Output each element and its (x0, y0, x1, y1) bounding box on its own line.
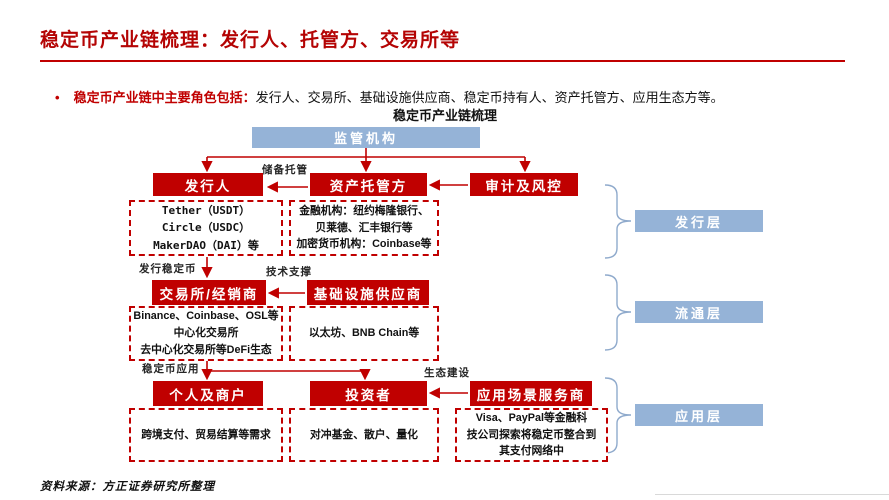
detail-line: Tether（USDT） (161, 204, 251, 218)
node-app-provider: 应用场景服务商 (470, 381, 592, 406)
layer-application: 应用层 (635, 404, 763, 426)
bullet-icon: • (55, 90, 60, 105)
detail-infra: 以太坊、BNB Chain等 (289, 306, 439, 361)
detail-exchange: Binance、Coinbase、OSL等 中心化交易所 去中心化交易所等DeF… (129, 306, 283, 361)
node-regulator: 监管机构 (252, 127, 480, 148)
detail-line: 中心化交易所 (173, 327, 239, 340)
node-audit: 审计及风控 (470, 173, 578, 196)
detail-line: 以太坊、BNB Chain等 (308, 327, 420, 340)
bullet-rest-text: 发行人、交易所、基础设施供应商、稳定币持有人、资产托管方、应用生态方等。 (255, 90, 724, 105)
detail-line: 金融机构：纽约梅隆银行、 (299, 204, 429, 217)
detail-line: Circle（USDC） (161, 221, 251, 235)
brace-circulation-layer (604, 274, 632, 351)
brace-application-layer (604, 377, 632, 454)
detail-line: 跨境支付、贸易结算等需求 (141, 428, 271, 441)
detail-investor: 对冲基金、散户、量化 (289, 408, 439, 462)
bottom-divider (655, 494, 889, 495)
edge-label-stablecoin-app: 稳定币应用 (142, 363, 200, 375)
source-note: 资料来源：方正证券研究所整理 (40, 481, 215, 493)
bullet-lead-text: 稳定币产业链中主要角色包括： (73, 90, 256, 105)
edge-label-tech-support: 技术支撑 (266, 266, 312, 278)
node-custodian: 资产托管方 (310, 173, 427, 196)
node-individual: 个人及商户 (153, 381, 263, 406)
edge-label-issue-stablecoin: 发行稳定币 (139, 263, 197, 275)
title-underline (40, 60, 845, 62)
detail-issuer: Tether（USDT） Circle（USDC） MakerDAO（DAI）等 (129, 200, 283, 256)
detail-line: 对冲基金、散户、量化 (310, 428, 418, 441)
brace-issuance-layer (604, 184, 632, 259)
detail-line: 加密货币机构：Coinbase等 (296, 238, 432, 251)
detail-line: Visa、PayPal等金融科 (475, 411, 588, 424)
node-investor: 投资者 (310, 381, 427, 406)
detail-individual: 跨境支付、贸易结算等需求 (129, 408, 283, 462)
detail-line: 贝莱德、汇丰银行等 (315, 221, 413, 234)
node-issuer: 发行人 (153, 173, 263, 196)
node-infra: 基础设施供应商 (307, 280, 429, 305)
detail-line: Binance、Coinbase、OSL等 (133, 310, 279, 323)
diagram-title: 稳定币产业链梳理 (392, 108, 497, 123)
detail-line: 技公司探索将稳定币整合到 (466, 428, 597, 441)
detail-custodian: 金融机构：纽约梅隆银行、 贝莱德、汇丰银行等 加密货币机构：Coinbase等 (289, 200, 439, 256)
edge-label-reserve-custody: 储备托管 (262, 164, 308, 176)
detail-line: 其支付网络中 (499, 445, 564, 458)
layer-issuance: 发行层 (635, 210, 763, 232)
detail-line: MakerDAO（DAI）等 (153, 238, 259, 252)
detail-app-provider: Visa、PayPal等金融科 技公司探索将稳定币整合到 其支付网络中 (455, 408, 608, 462)
layer-circulation: 流通层 (635, 301, 763, 323)
node-exchange: 交易所/经销商 (152, 280, 266, 305)
edge-label-eco-build: 生态建设 (424, 367, 470, 379)
summary-bullet: • 稳定币产业链中主要角色包括：发行人、交易所、基础设施供应商、稳定币持有人、资产… (55, 90, 845, 107)
detail-line: 去中心化交易所等DeFi生态 (140, 343, 272, 356)
page-title: 稳定币产业链梳理：发行人、托管方、交易所等 (40, 30, 461, 51)
